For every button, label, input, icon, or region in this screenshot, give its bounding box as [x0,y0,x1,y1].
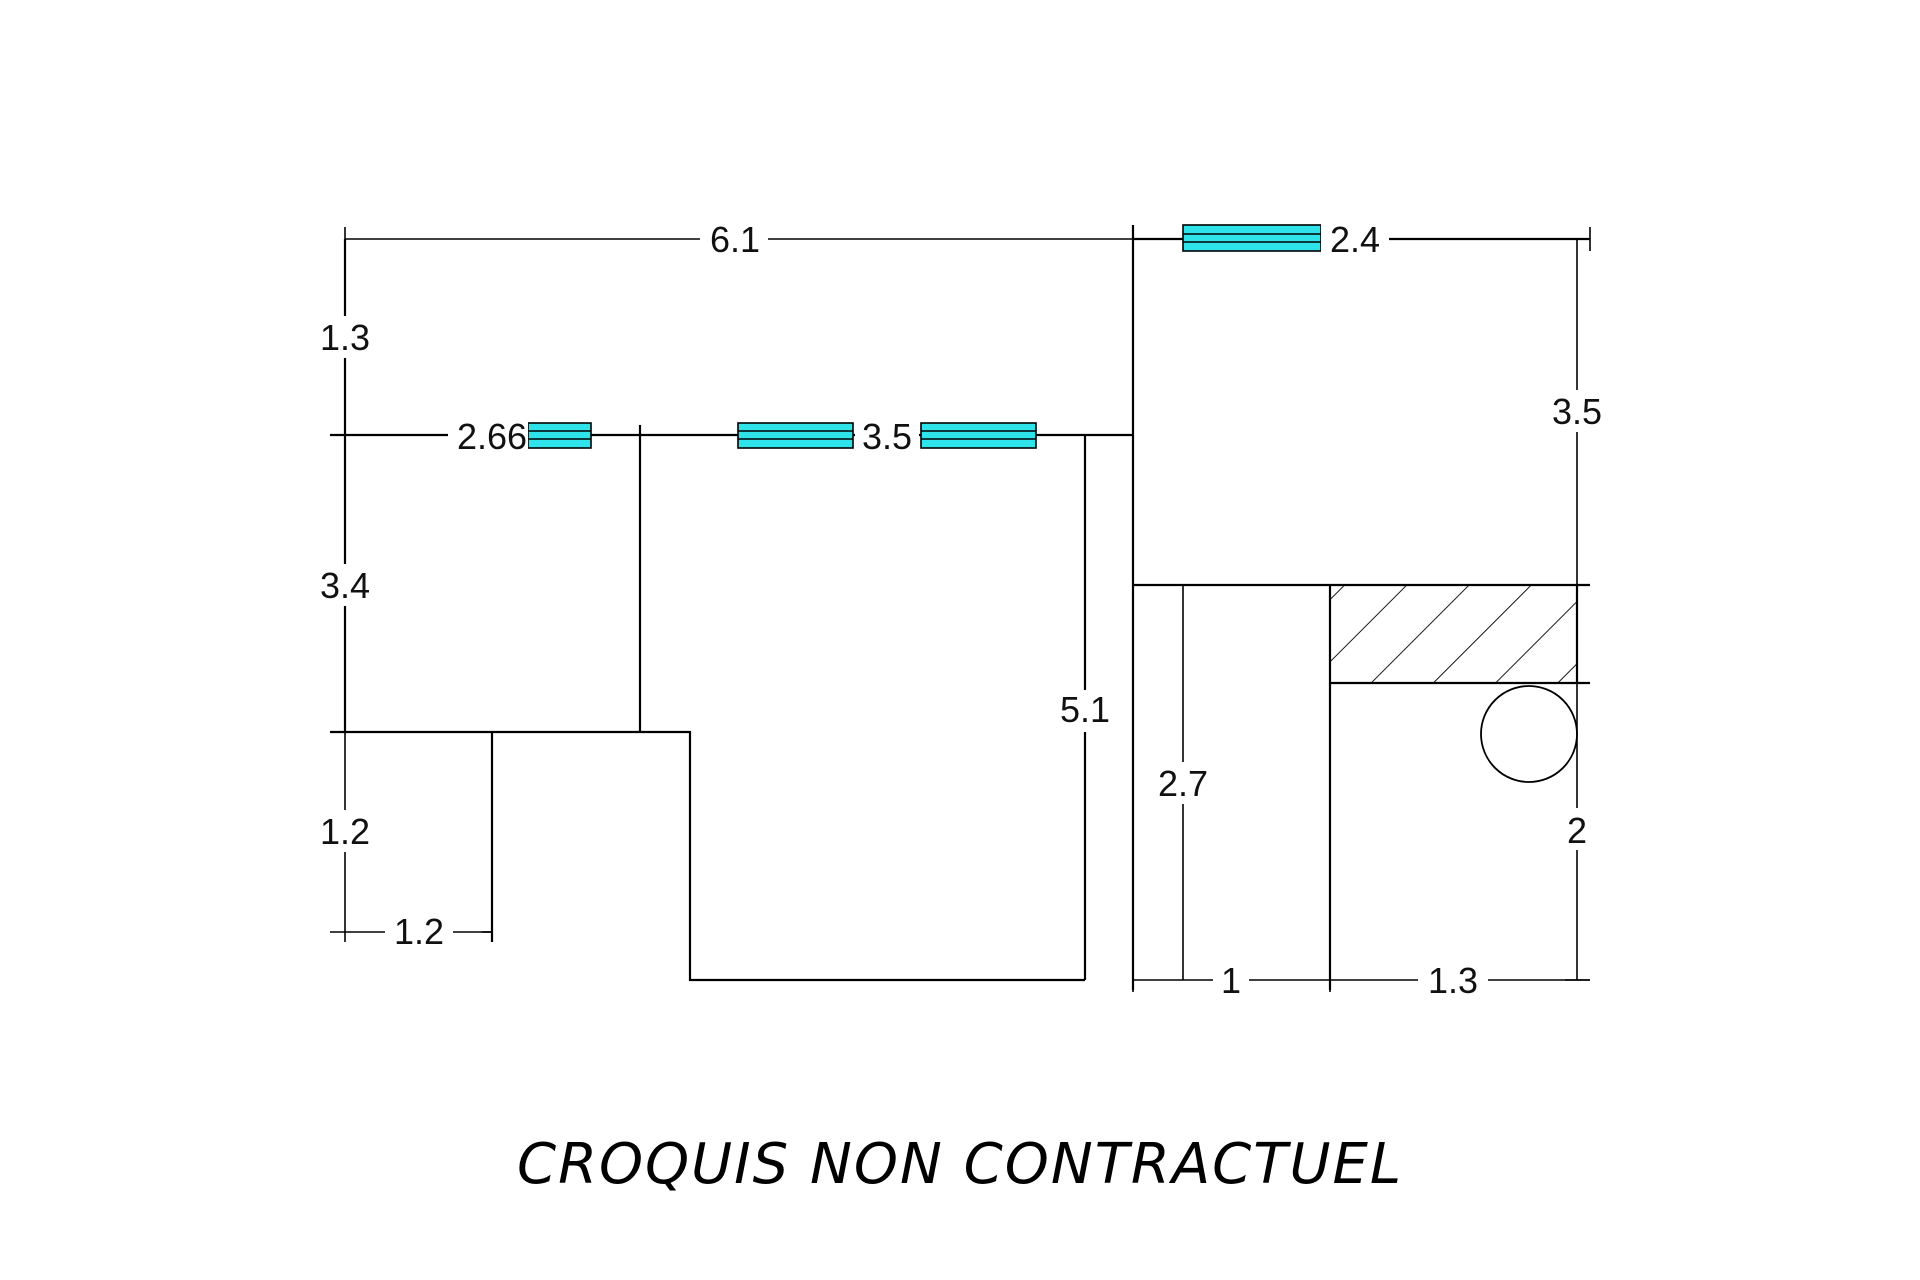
dim-label-right-upper-height: 3.5 [1552,391,1602,432]
window-top-right [1182,224,1322,252]
shower-hatched-area [1331,586,1577,683]
dim-label-bottom-mid-width: 1 [1221,960,1241,1001]
disclaimer-caption: CROQUIS NON CONTRACTUEL [516,1132,1404,1197]
round-fixture-icon [1480,685,1578,783]
dim-label-left-middle-height: 3.4 [320,565,370,606]
dimension-labels: 6.1 2.4 1.3 3.4 1.2 1.2 2.66 3.5 3.5 2 5… [310,218,1614,1002]
wall-lower-outline [330,730,1085,982]
dim-label-left-upper-height: 1.3 [320,317,370,358]
dim-label-top-right-width: 2.4 [1330,219,1380,260]
dim-label-left-lower-height: 1.2 [320,811,370,852]
dim-label-window-center: 3.5 [862,416,912,457]
dim-label-bottom-right-width: 1.3 [1428,960,1478,1001]
windows [527,224,1322,449]
dim-label-window-left: 2.66 [457,416,527,457]
window-left [527,422,592,449]
dim-label-room-height: 2.7 [1158,763,1208,804]
window-center-left [737,422,854,449]
window-center-right [920,422,1037,449]
dim-label-right-lower-height: 2 [1567,810,1587,851]
dim-label-top-left-width: 6.1 [710,219,760,260]
dim-label-center-height: 5.1 [1060,689,1110,730]
dim-label-bottom-left-width: 1.2 [394,911,444,952]
